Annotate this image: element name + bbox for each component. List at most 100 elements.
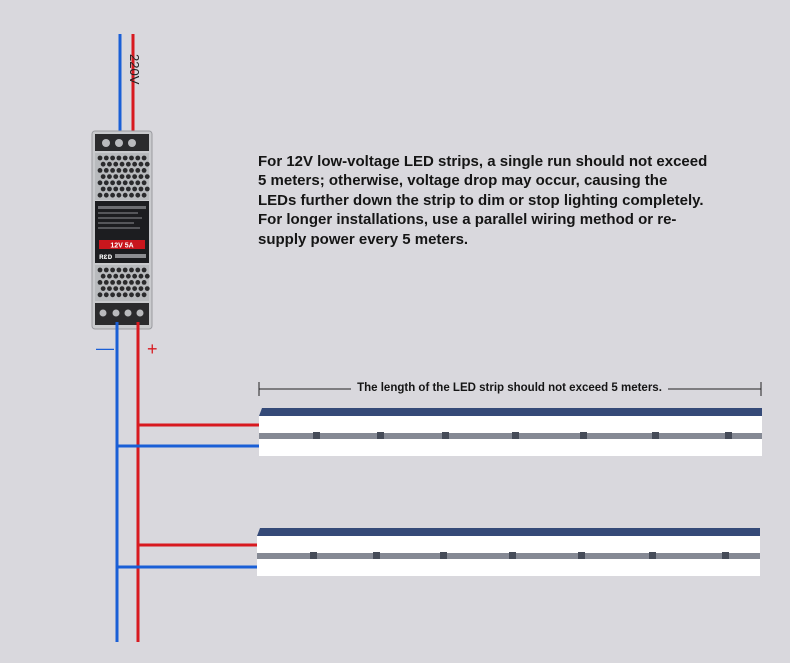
vent-holes-lower [97,267,150,298]
solder-pad [310,552,317,559]
vent-hole [122,155,128,161]
input-voltage-label: 220V [127,54,142,85]
vent-hole [103,180,109,186]
power-supply-brand: ʀɛᴅ [99,252,113,261]
vent-hole [103,155,109,161]
solder-pad [440,552,447,559]
vent-hole [129,292,134,298]
vent-hole [100,174,106,180]
vent-hole [97,292,103,298]
vent-hole [107,286,112,291]
vent-hole [110,155,115,161]
vent-hole [141,180,147,186]
vent-hole [138,161,144,167]
vent-hole [125,186,131,192]
vent-hole [97,267,103,273]
vent-hole [119,186,125,192]
vent-hole [141,168,147,173]
vent-hole [135,292,141,298]
vent-hole [135,267,141,273]
vent-hole [122,292,128,298]
vent-holes [97,155,150,198]
vent-hole [100,161,106,167]
vent-hole [97,180,103,186]
vent-hole [116,155,122,161]
description-paragraph-1: For 12V low-voltage LED strips, a single… [258,153,708,209]
vent-hole [110,168,115,173]
vent-hole [103,192,109,198]
vent-hole [116,192,122,198]
vent-hole [129,168,134,173]
vent-hole [144,174,150,180]
vent-hole [100,273,106,279]
led-strip-1 [259,408,762,456]
vent-hole [138,174,144,180]
vent-hole [110,192,115,198]
vent-hole [138,286,144,291]
vent-hole [103,267,109,273]
solder-pads-2 [310,552,729,559]
solder-pad [442,432,449,439]
vent-hole [144,286,150,291]
vent-hole [122,267,128,273]
vent-hole [125,286,131,291]
vent-hole [110,180,115,186]
vent-hole [122,180,128,186]
vent-hole [129,267,134,273]
vent-hole [144,273,150,279]
solder-pad [722,552,729,559]
vent-hole [116,292,122,298]
vent-hole [129,280,134,285]
vent-hole [132,286,138,291]
solder-pad [652,432,659,439]
vent-hole [107,273,112,279]
vent-hole [116,267,122,273]
vent-hole [141,292,147,298]
positive-terminal-label: + [147,339,158,359]
vent-hole [144,161,150,167]
solder-pad [512,432,519,439]
vent-hole [97,192,103,198]
power-supply-label: 12V 5A ʀɛᴅ [95,201,149,263]
vent-hole [113,161,119,167]
vent-hole [100,186,106,192]
vent-hole [119,286,125,291]
vent-hole [135,180,141,186]
vent-hole [110,280,115,285]
vent-hole [110,267,115,273]
vent-hole [129,155,134,161]
vent-hole [116,280,122,285]
vent-hole [135,168,141,173]
solder-pad [725,432,732,439]
vent-hole [125,161,131,167]
vent-hole [141,192,147,198]
vent-hole [141,280,147,285]
vent-hole [141,267,147,273]
vent-hole [125,273,131,279]
vent-hole [116,180,122,186]
vent-hole [144,186,150,192]
vent-hole [97,168,103,173]
solder-pad [509,552,516,559]
vent-hole [116,168,122,173]
vent-hole [97,280,103,285]
vent-hole [122,280,128,285]
power-supply-unit: 12V 5A ʀɛᴅ [91,130,153,330]
vent-hole [122,168,128,173]
vent-hole [132,174,138,180]
description-text: For 12V low-voltage LED strips, a single… [258,152,708,249]
vent-hole [135,280,141,285]
vent-hole [113,174,119,180]
power-supply-rating: 12V 5A [110,243,133,250]
solder-pad [578,552,585,559]
solder-pad [313,432,320,439]
solder-pad [649,552,656,559]
vent-hole [119,174,125,180]
vent-hole [100,286,106,291]
solder-pads-1 [313,432,732,439]
length-note: The length of the LED strip should not e… [351,382,668,394]
vent-hole [132,161,138,167]
vent-hole [107,186,112,192]
vent-hole [119,161,125,167]
